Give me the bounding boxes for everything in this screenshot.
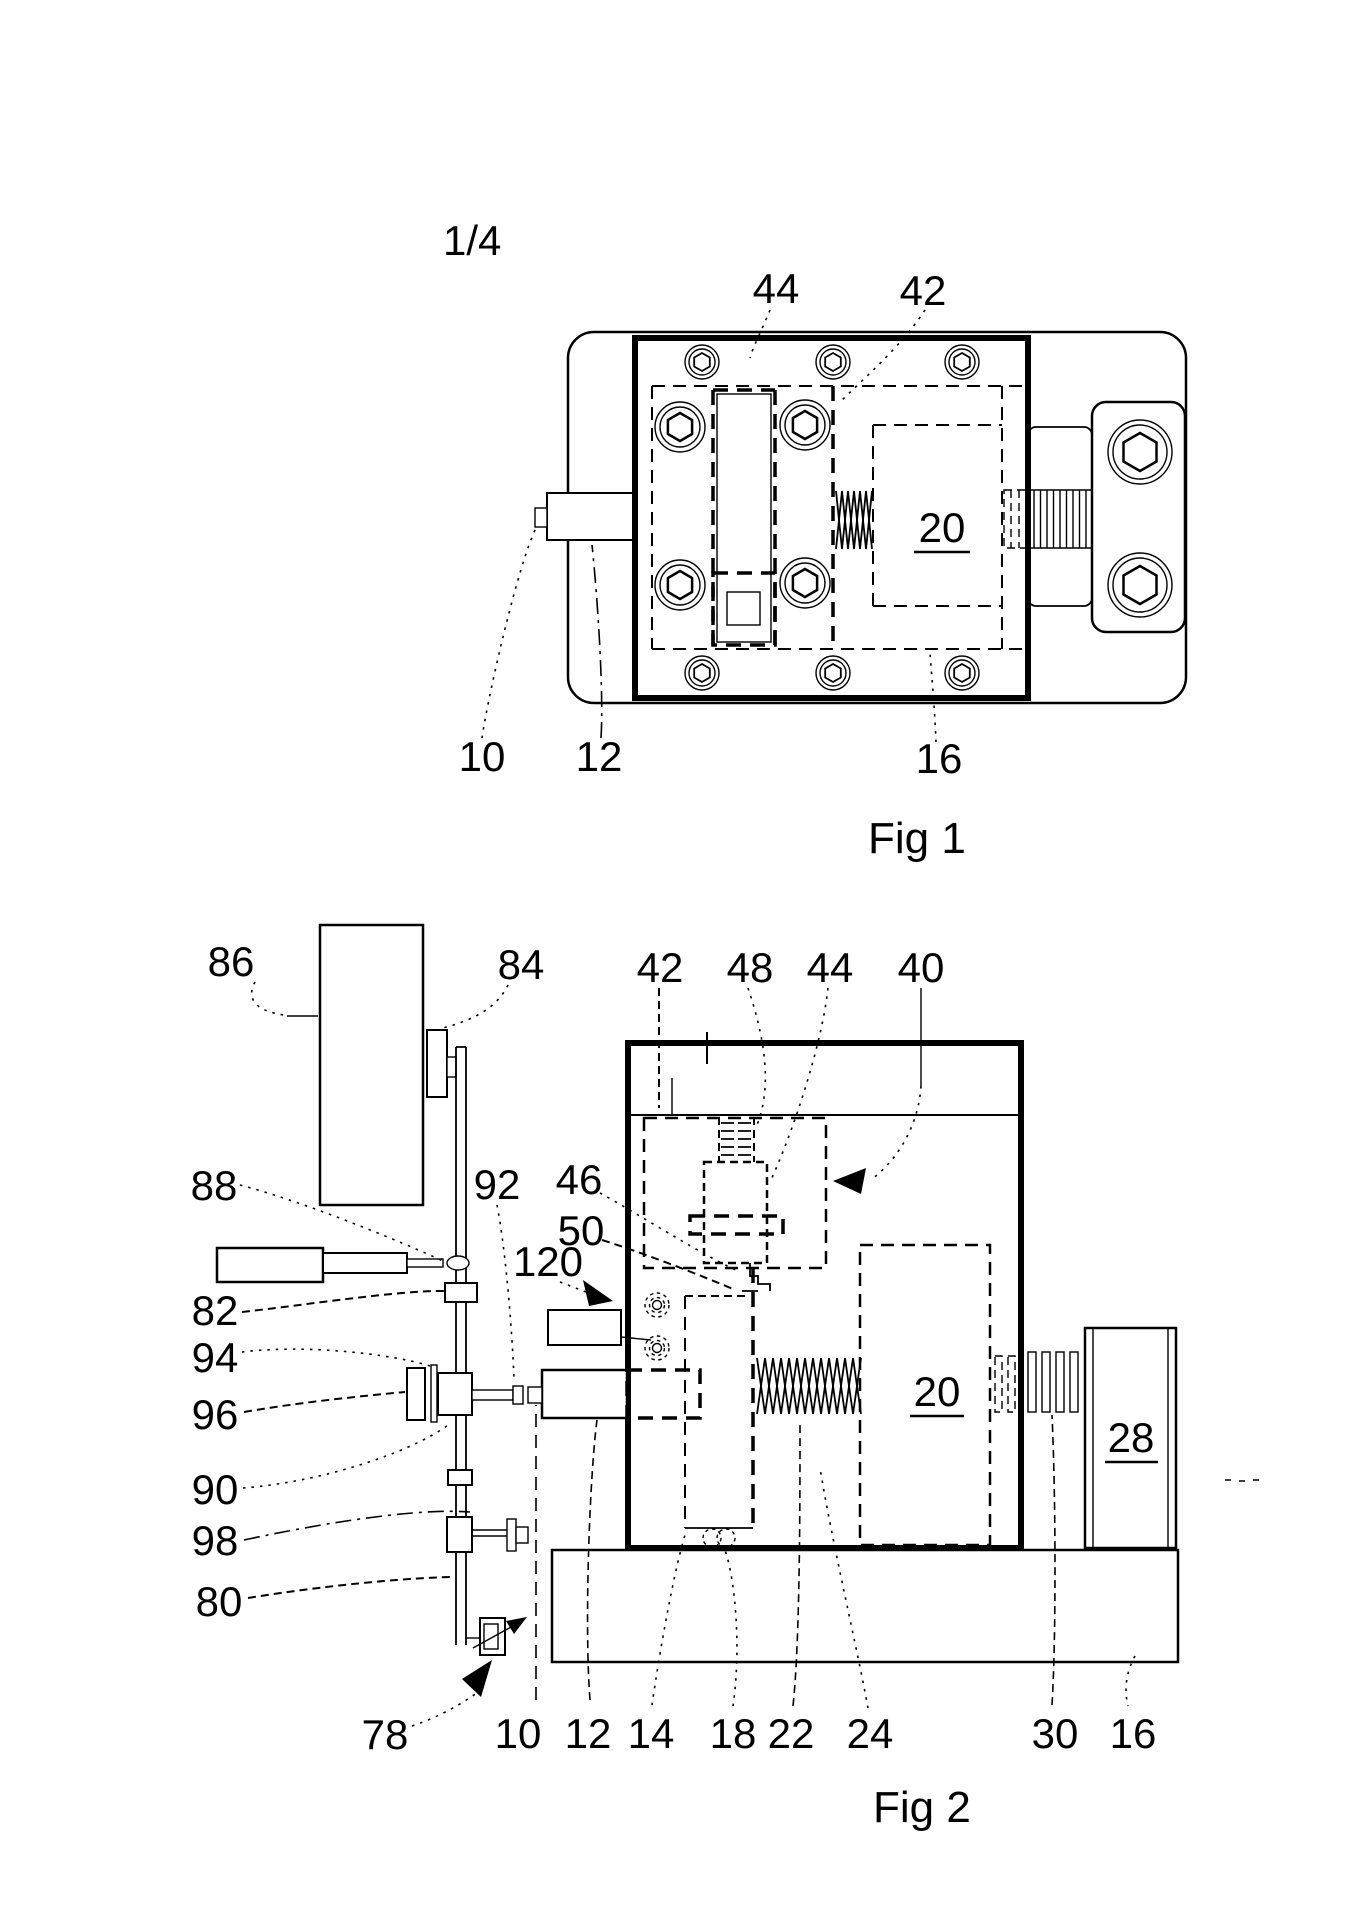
fig1-leaders (481, 309, 937, 743)
fig2-threaded-bore (718, 1117, 755, 1162)
fig2-label-30: 30 (1032, 1710, 1079, 1757)
fig2-label-94: 94 (192, 1334, 239, 1381)
fig2-sensor-lead (620, 1336, 652, 1341)
fig2-label-20: 20 (914, 1368, 961, 1415)
fig1-key-pocket (711, 571, 777, 647)
fig2-block-94 (437, 1372, 473, 1416)
fig2-label-28: 28 (1108, 1414, 1155, 1461)
fig2-label-10: 10 (495, 1710, 542, 1757)
fig2-cylinder (540, 1368, 629, 1420)
fig1-caption: Fig 1 (868, 814, 966, 863)
fig2-label-44: 44 (807, 944, 854, 991)
fig2-screw-98-knob (515, 1526, 529, 1544)
fig2-label-22: 22 (768, 1710, 815, 1757)
fig2-probe-neck (322, 1252, 408, 1274)
fig2-cross-pin (688, 1214, 785, 1236)
fig2-label-40: 40 (898, 944, 945, 991)
fig1-shaft (546, 492, 634, 541)
fig2-collar-82 (444, 1282, 478, 1303)
fig2-label-84: 84 (498, 941, 545, 988)
fig2-label-48: 48 (727, 944, 774, 991)
fig2-measuring-rig (215, 923, 529, 1697)
fig2-sensor-box (547, 1309, 622, 1346)
fig2-arrow-40-icon (833, 1168, 866, 1194)
fig1-key-square (726, 591, 761, 626)
fig1-label-42: 42 (900, 267, 947, 314)
fig1-hidden-outlines (651, 385, 1028, 650)
fig2-threaded-spindle (994, 1351, 1079, 1413)
fig2-plunger-column (684, 1268, 755, 1548)
fig2-collar-90 (447, 1469, 473, 1486)
fig2-cylinder-tip (527, 1386, 543, 1404)
fig2-leaders (239, 981, 1136, 1727)
fig1-label-10: 10 (459, 733, 506, 780)
fig2-label-42: 42 (637, 944, 684, 991)
fig2-label-90: 90 (192, 1466, 239, 1513)
fig2-label-50: 50 (558, 1207, 605, 1254)
fig2-label-14: 14 (628, 1710, 675, 1757)
fig2-label-80: 80 (196, 1578, 243, 1625)
fig2-spring (756, 1357, 862, 1415)
fig1-key-slide (716, 393, 772, 643)
fig2-shim-96 (430, 1364, 438, 1423)
fig2-screw-98-shaft (472, 1529, 507, 1537)
fig1-label-12: 12 (576, 733, 623, 780)
fig2-bracket-84 (426, 1029, 448, 1098)
fig2-screw-98-plate (506, 1518, 517, 1552)
fig2-base (550, 1548, 1180, 1664)
fig2-label-82: 82 (192, 1287, 239, 1334)
fig2-arrow-78-icon (462, 1660, 492, 1697)
fig2-label-98: 98 (192, 1517, 239, 1564)
fig2-arrow-120-icon (583, 1280, 613, 1306)
fig2-housing (625, 1040, 1024, 1551)
fig2-label-78: 78 (362, 1711, 409, 1758)
fig2-lock-step (742, 1263, 771, 1292)
print-artifact-dots (1225, 1479, 1259, 1482)
fig2-gauge-body-86 (318, 923, 425, 1207)
fig2-label-24: 24 (847, 1710, 894, 1757)
fig1-spring (835, 490, 873, 550)
fig2-label-120: 120 (513, 1238, 583, 1285)
fig2-end-block (1083, 1326, 1178, 1550)
fig1-shaft-tip (534, 507, 548, 528)
fig2-label-88: 88 (191, 1162, 238, 1209)
fig2-caption: Fig 2 (873, 1783, 971, 1832)
fig1-label-16: 16 (916, 735, 963, 782)
fig2-label-46: 46 (556, 1156, 603, 1203)
fig2-cartridge-outline (642, 1116, 828, 1270)
fig2-target-box-inner (483, 1623, 499, 1650)
fig2-workpiece-outline (858, 1243, 992, 1547)
fig1-thread-hidden (1003, 489, 1027, 549)
fig2-contact-bead-88 (446, 1255, 470, 1271)
fig2-cylinder-hidden (625, 1368, 702, 1420)
fig2-probe-body (215, 1246, 325, 1284)
fig2-label-12: 12 (565, 1710, 612, 1757)
fig1-label-20: 20 (919, 504, 966, 551)
fig2-label-92: 92 (474, 1161, 521, 1208)
fig2-label-96: 96 (192, 1391, 239, 1438)
fig1-threaded-spindle (1003, 489, 1092, 549)
fig2-probe-tip (406, 1258, 444, 1268)
sheet-number: 1/4 (443, 217, 501, 264)
fig2-adjust-screw (702, 1160, 769, 1265)
fig2-stub-cap (512, 1385, 524, 1405)
figure-2: 86 84 42 48 44 40 88 92 46 50 120 82 94 … (191, 923, 1259, 1832)
fig1-end-block (1090, 400, 1187, 634)
fig2-stub-rod (471, 1389, 514, 1401)
fig2-bracket-84-tab (446, 1056, 457, 1078)
fig2-label-86: 86 (208, 938, 255, 985)
figure-1: 44 42 20 10 12 16 Fig 1 (459, 265, 1188, 863)
fig2-diag-arrowhead-icon (506, 1617, 527, 1634)
fig2-label-18: 18 (710, 1710, 757, 1757)
fig2-foot-screw (702, 1528, 722, 1548)
fig2-label-16: 16 (1110, 1710, 1157, 1757)
fig2-rod (455, 1046, 467, 1645)
fig1-label-44: 44 (753, 265, 800, 312)
fig2-block-98 (446, 1516, 473, 1553)
fig2-diag-pointer (472, 1625, 514, 1649)
fig2-plate-94 (406, 1367, 426, 1421)
